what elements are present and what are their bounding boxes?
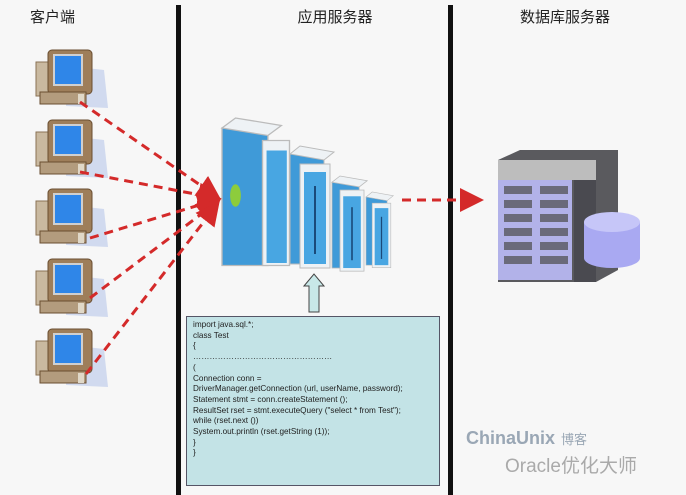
client-computer (35, 258, 109, 318)
watermark-brand-suffix: 博客 (561, 432, 588, 447)
client-computer (35, 188, 109, 248)
database-disk-icon (584, 212, 640, 268)
app-server-header: 应用服务器 (297, 8, 373, 26)
code-line: System.out.println (rset.getString (1)); (193, 427, 330, 437)
watermark-brand: ChinaUnix (466, 428, 556, 448)
code-line: } (193, 437, 196, 447)
code-line: } (193, 448, 196, 458)
code-line: Statement stmt = conn.createStatement ()… (193, 394, 348, 404)
code-line: { (193, 341, 196, 351)
watermark-account: Oracle优化大师 (505, 456, 637, 477)
code-line: DriverManager.getConnection (url, userNa… (193, 384, 403, 394)
code-line: while (rset.next ()) (193, 416, 259, 426)
app-server-cluster (220, 117, 394, 272)
client-computer (35, 119, 109, 179)
tier-divider-right (448, 5, 453, 495)
code-line: import java.sql.*; (193, 320, 254, 329)
watermark-chinaunix: ChinaUnix 博客 (466, 428, 587, 449)
code-box: import java.sql.*;class Test{……………………………… (186, 316, 440, 486)
code-up-arrow (302, 273, 326, 313)
code-line: class Test (193, 330, 229, 340)
tier-divider-left (176, 5, 181, 495)
code-line: ResultSet rset = stmt.executeQuery ("sel… (193, 405, 401, 415)
client-computer (35, 49, 109, 109)
code-line: ( (193, 362, 196, 372)
code-line: …………………………………………… (193, 352, 333, 362)
client-header: 客户端 (30, 8, 76, 26)
code-line: Connection conn = (193, 373, 262, 383)
db-server-header: 数据库服务器 (520, 8, 611, 26)
client-request-arrows (79, 100, 222, 375)
